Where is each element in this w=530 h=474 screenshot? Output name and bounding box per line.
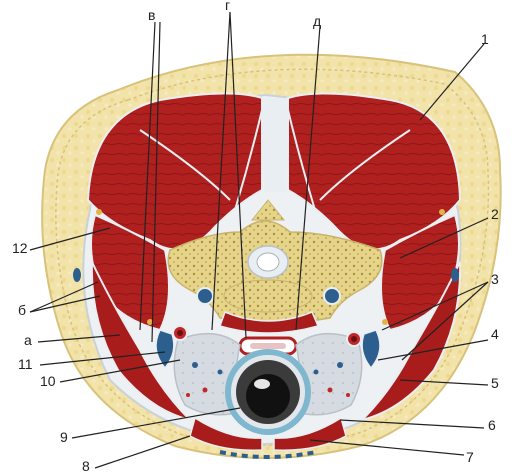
label-6: 6 xyxy=(488,417,496,433)
vertebral-artery-left xyxy=(196,287,214,305)
label-4: 4 xyxy=(491,326,499,342)
external-jugular-veins xyxy=(73,268,459,282)
label-12: 12 xyxy=(12,240,28,256)
carotid-sheath-left xyxy=(155,325,188,370)
trapezius-muscle-group xyxy=(86,92,462,251)
prevertebral-muscles xyxy=(219,311,320,334)
leader-lines xyxy=(29,11,489,469)
label-2: 2 xyxy=(491,206,499,222)
label-8: 8 xyxy=(82,458,90,474)
label-1: 1 xyxy=(481,31,489,47)
label-11: 11 xyxy=(18,356,33,372)
label-v: в xyxy=(148,7,156,23)
esophagus-lumen xyxy=(250,343,286,349)
carotid-sheath-right xyxy=(346,329,381,370)
label-9: 9 xyxy=(60,429,68,445)
vertebral-artery-right xyxy=(323,287,341,305)
sternocleidomastoid-muscles xyxy=(90,261,462,422)
label-d: д xyxy=(313,13,322,29)
label-g: г xyxy=(225,0,231,13)
trachea xyxy=(225,349,311,435)
label-3: 3 xyxy=(491,271,499,287)
vertebral-body xyxy=(223,279,313,313)
thyroid-gland xyxy=(173,332,363,416)
label-7: 7 xyxy=(466,449,474,465)
spinal-cord xyxy=(256,252,280,272)
lymph-nodes xyxy=(96,209,445,325)
label-b: б xyxy=(18,302,27,318)
label-5: 5 xyxy=(491,375,499,391)
label-a: а xyxy=(24,332,32,348)
cervical-vertebra xyxy=(167,199,383,324)
label-10: 10 xyxy=(40,373,56,389)
